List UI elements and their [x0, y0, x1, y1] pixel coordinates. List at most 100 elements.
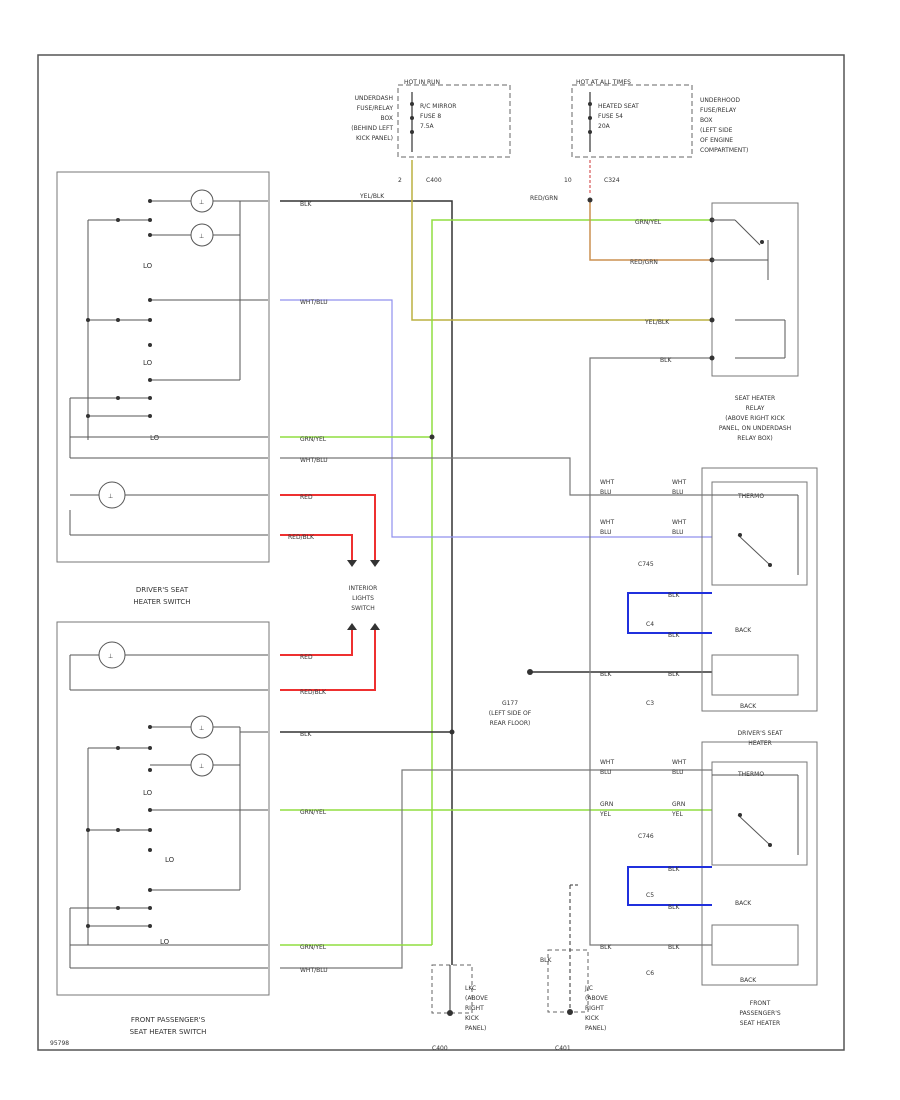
conn-c6: C6: [646, 970, 654, 977]
wire-yellow: [411, 160, 712, 321]
wire-label-red-blk-1: RED/BLK: [288, 534, 315, 541]
conn-c745: C745: [638, 561, 654, 568]
svg-text:⊥: ⊥: [199, 199, 204, 206]
wire-label-blk-2: BLK: [300, 731, 312, 738]
left-fuse-loc-4: (BEHIND LEFT: [351, 125, 393, 132]
driver-heater-back-2: BACK: [740, 703, 757, 710]
driver-heater-switch: ⊥ ⊥ LO LO LO ⊥: [56, 171, 270, 563]
relay-label-1: SEAT HEATER: [735, 395, 775, 402]
passenger-seat-heater: THERMO BACK BACK: [701, 741, 818, 986]
right-fuse-number: FUSE 54: [598, 113, 623, 120]
wire-red-blk-driver: [280, 534, 353, 560]
wire-label-blk-3: BLK: [660, 357, 672, 364]
conn-blu-3b: BLU: [672, 769, 684, 776]
ground-right-blk: BLK: [540, 957, 552, 964]
right-fuse-rating: 20A: [598, 123, 611, 130]
right-fuse-name: HEATED SEAT: [598, 103, 639, 110]
wire-label-grn-yel-3: GRN/YEL: [300, 809, 327, 816]
left-fuse-loc-5: KICK PANEL): [356, 135, 393, 142]
ground-left-4: KICK: [465, 1015, 480, 1022]
svg-text:⊥: ⊥: [199, 233, 204, 240]
right-fuse-loc-4: (LEFT SIDE: [700, 127, 733, 134]
wire-label-wht-blu-1: WHT/BLU: [300, 299, 328, 306]
wire-label-red-1: RED: [300, 494, 313, 501]
wire-label-red-grn-top: RED/GRN: [530, 195, 558, 202]
wire-green-top: [431, 219, 712, 945]
wire-label-red-blk-2: RED/BLK: [300, 689, 327, 696]
passenger-heater-label-1: FRONT: [750, 1000, 771, 1007]
ground-right-connector: C401: [555, 1045, 571, 1052]
wire-label-grn-yel-top: GRN/YEL: [635, 219, 662, 226]
wire-label-grn-yel-4: GRN/YEL: [300, 944, 327, 951]
conn-grn-4b: GRN: [672, 801, 685, 808]
right-fuse-loc-6: COMPARTMENT): [700, 147, 748, 154]
driver-lo-3: LO: [150, 434, 160, 442]
left-fuse-pin: 2: [398, 177, 402, 184]
conn-blk-d3: BLK: [600, 671, 612, 678]
left-fuse-loc-2: FUSE/RELAY: [357, 105, 394, 112]
passenger-heater-label-3: SEAT HEATER: [740, 1020, 780, 1027]
conn-blk-p2: BLK: [668, 904, 680, 911]
driver-switch-label-1: DRIVER'S SEAT: [136, 586, 189, 594]
svg-text:⊥: ⊥: [199, 725, 204, 732]
svg-text:⊥: ⊥: [108, 493, 113, 500]
conn-yel-4b: YEL: [671, 811, 683, 818]
ground-left-3: RIGHT: [465, 1005, 484, 1012]
conn-c3: C3: [646, 700, 654, 707]
conn-blu-1a: BLU: [600, 489, 612, 496]
passenger-switch-label-1: FRONT PASSENGER'S: [131, 1016, 206, 1024]
conn-blu-1b: BLU: [672, 489, 684, 496]
ground-right-5: PANEL): [585, 1025, 606, 1032]
left-fuse-connector: C400: [426, 177, 442, 184]
right-fuse-pin: 10: [564, 177, 572, 184]
relay-label-4: PANEL, ON UNDERDASH: [719, 425, 791, 432]
conn-yel-4a: YEL: [599, 811, 611, 818]
left-fuse-box: HOT IN RUN R/C MIRROR FUSE 8 7.5A UNDERD…: [351, 79, 511, 184]
interior-lights-label-3: SWITCH: [351, 605, 375, 612]
right-fuse-connector: C324: [604, 177, 620, 184]
left-fuse-number: FUSE 8: [420, 113, 441, 120]
wire-label-red-2: RED: [300, 654, 313, 661]
wire-blue-passenger: [627, 866, 712, 906]
right-fuse-loc-3: BOX: [700, 117, 712, 124]
wire-wht-blu-gray: [280, 457, 712, 496]
conn-wht-2b: WHT: [672, 519, 686, 526]
relay-label-3: (ABOVE RIGHT KICK: [725, 415, 785, 422]
passenger-switch-label-2: SEAT HEATER SWITCH: [130, 1028, 207, 1036]
g177-label-2: (LEFT SIDE OF: [489, 710, 532, 717]
driver-heater-label-2: HEATER: [748, 740, 772, 747]
ground-right-2: (ABOVE: [585, 995, 608, 1002]
wire-red-driver: [280, 494, 376, 560]
conn-blk-d1: BLK: [668, 592, 680, 599]
ground-left-connector: C400: [432, 1045, 448, 1052]
right-fuse-loc-1: UNDERHOOD: [700, 97, 740, 104]
conn-c5: C5: [646, 892, 654, 899]
seat-heater-relay: [709, 202, 799, 377]
left-fuse-header: HOT IN RUN: [404, 79, 440, 86]
conn-blk-p4: BLK: [668, 944, 680, 951]
wire-gray-passenger: [280, 769, 712, 969]
svg-text:⊥: ⊥: [199, 763, 204, 770]
conn-blk-d2: BLK: [668, 632, 680, 639]
wire-label-grn-yel-2: GRN/YEL: [300, 436, 327, 443]
conn-blu-3a: BLU: [600, 769, 612, 776]
wire-red-grn: [589, 198, 712, 261]
conn-c746: C746: [638, 833, 654, 840]
g177-label-3: REAR FLOOR): [490, 720, 531, 727]
wire-label-wht-blu-2: WHT/BLU: [300, 457, 328, 464]
wire-wht-blu-lavender: [280, 299, 712, 538]
ground-left-5: PANEL): [465, 1025, 486, 1032]
passenger-heater-back: BACK: [735, 900, 752, 907]
right-fuse-loc-5: OF ENGINE: [700, 137, 733, 144]
svg-text:⊥: ⊥: [108, 653, 113, 660]
wire-red-passenger: [280, 630, 353, 656]
passenger-heater-switch: ⊥ ⊥ ⊥ LO LO LO: [56, 621, 270, 996]
driver-seat-heater: THERMO BACK BACK: [701, 467, 818, 712]
conn-wht-1b: WHT: [672, 479, 686, 486]
left-fuse-loc-1: UNDERDASH: [355, 95, 393, 102]
right-fuse-box: HOT AT ALL TIMES HEATED SEAT FUSE 54 20A…: [564, 79, 748, 195]
passenger-heater-back-2: BACK: [740, 977, 757, 984]
wire-red-blk-passenger: [280, 630, 376, 691]
right-fuse-loc-2: FUSE/RELAY: [700, 107, 737, 114]
